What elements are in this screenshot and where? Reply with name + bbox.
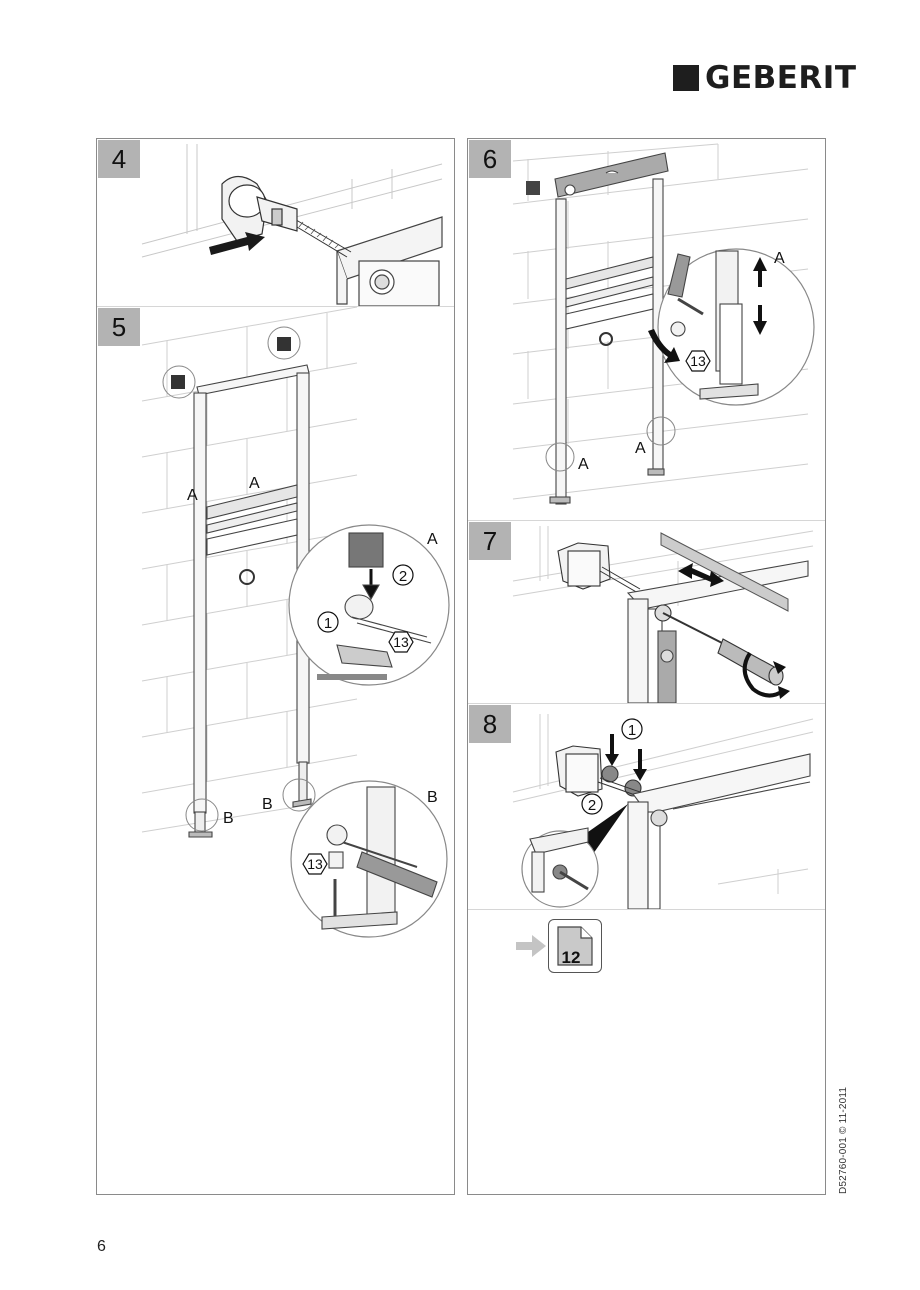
- step-6-illustration: 13 A A A: [512, 143, 815, 505]
- step-4: 4: [97, 139, 454, 306]
- step-divider: [97, 306, 454, 307]
- svg-text:2: 2: [399, 568, 407, 585]
- callout-a: A: [578, 456, 589, 473]
- left-column: 4: [96, 138, 455, 1195]
- page-icon: [557, 926, 593, 966]
- right-arrow-icon: [516, 935, 546, 957]
- page-number: 6: [97, 1238, 106, 1255]
- step-7-illustration: [512, 526, 814, 703]
- callout-a: A: [774, 250, 785, 267]
- step-7: 7: [468, 521, 825, 703]
- step-number: 6: [469, 140, 511, 178]
- svg-text:13: 13: [690, 353, 706, 369]
- step-number: 7: [469, 522, 511, 560]
- svg-text:13: 13: [307, 856, 323, 872]
- step-8-illustration: 1 2: [512, 714, 814, 909]
- callout-b: B: [262, 796, 273, 813]
- step-8: 1 2 8: [468, 704, 825, 909]
- step-divider: [468, 520, 825, 521]
- step-number: 5: [98, 308, 140, 346]
- step-5-illustration: A A A B B B 2 1 13: [141, 307, 450, 938]
- right-column: 13 A A A 6: [467, 138, 826, 1195]
- callout-a: A: [427, 531, 438, 548]
- step-number: 8: [469, 705, 511, 743]
- reference-page-number: 12: [561, 948, 581, 967]
- callout-b: B: [427, 789, 438, 806]
- svg-text:1: 1: [324, 615, 332, 632]
- document-code: D52760-001 © 11-2011: [838, 1086, 849, 1194]
- callout-b: B: [223, 810, 234, 827]
- callout-a: A: [187, 487, 198, 504]
- callout-a: A: [635, 440, 646, 457]
- callout-a: A: [249, 475, 260, 492]
- step-6: 13 A A A 6: [468, 139, 825, 520]
- svg-text:13: 13: [393, 634, 409, 650]
- svg-text:1: 1: [628, 722, 636, 739]
- step-divider: [468, 909, 825, 910]
- black-square-icon: [673, 65, 699, 91]
- step-4-illustration: [141, 144, 443, 306]
- page-reference[interactable]: 12: [548, 919, 602, 973]
- brand-name: GEBERIT: [705, 60, 857, 96]
- geberit-logo: GEBERIT: [673, 62, 856, 94]
- svg-text:2: 2: [588, 797, 596, 814]
- step-5: A A A B B B 2 1 13: [97, 307, 454, 1007]
- step-number: 4: [98, 140, 140, 178]
- step-divider: [468, 703, 825, 704]
